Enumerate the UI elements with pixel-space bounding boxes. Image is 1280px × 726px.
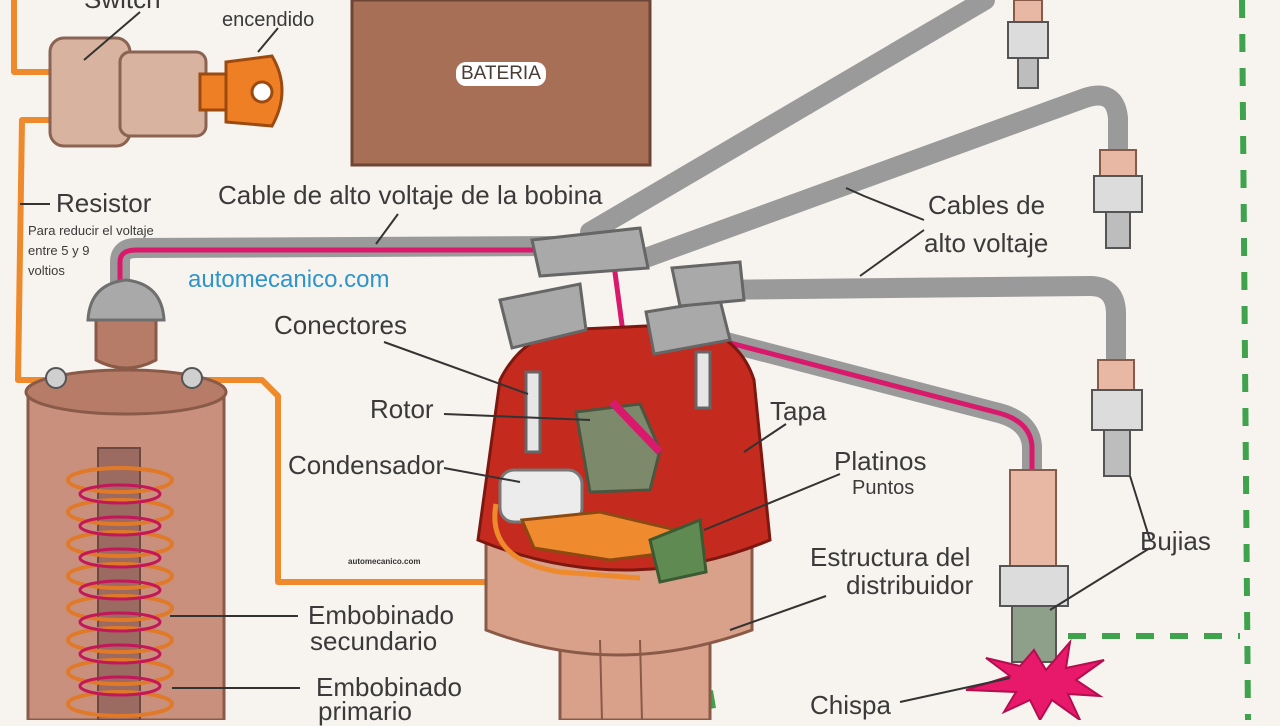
secondary-winding-label-line1: Embobinado [308, 600, 454, 630]
spark-plug [999, 469, 1069, 663]
coil-cable-label: Cable de alto voltaje de la bobina [218, 180, 603, 210]
high-voltage-core [117, 247, 1035, 478]
points-sublabel: Puntos [852, 477, 915, 499]
contact-points [492, 503, 708, 584]
secondary-winding-label-line2: secundario [310, 626, 438, 656]
site-watermark: automecanico.com [188, 266, 390, 293]
resistor-note-line1: Para reducir el voltaje [28, 223, 154, 238]
primary-winding-label-line1: Embobinado [316, 672, 462, 702]
ignition-coil [24, 278, 228, 720]
switch-label: Switch [84, 0, 161, 12]
resistor-note-line3: voltios [28, 263, 65, 278]
leader-lines [20, 11, 1151, 703]
spark-plug [1091, 359, 1143, 477]
encendido-label: encendido [222, 9, 315, 31]
spark-label: Chispa [810, 690, 891, 720]
spark-plug [1093, 149, 1143, 249]
high-voltage-cables-label-line1: Cables de [928, 190, 1046, 220]
distributor-structure-label-line1: Estructura del [810, 542, 971, 572]
resistor-label: Resistor [56, 188, 152, 218]
key-icon [198, 54, 284, 128]
cap-connectors [498, 226, 746, 454]
rotor [574, 399, 663, 494]
high-voltage-cables-label-line2: alto voltaje [924, 228, 1049, 258]
primary-winding-label-line2: primario [318, 696, 412, 726]
spark-icon [965, 638, 1105, 720]
condenser-label: Condensador [288, 450, 445, 480]
distributor-structure-label-line2: distribuidor [846, 570, 974, 600]
battery-label: BATERIA [456, 62, 546, 86]
points-label: Platinos [834, 446, 927, 476]
site-watermark-small: automecanico.com [348, 557, 421, 566]
spark-plugs-label: Bujias [1140, 526, 1211, 556]
resistor-note-line2: entre 5 y 9 [28, 243, 90, 258]
connectors-label: Conectores [274, 310, 407, 340]
primary-wire [11, 0, 487, 585]
cap-label: Tapa [770, 396, 827, 426]
ignition-switch [48, 36, 208, 148]
rotor-label: Rotor [370, 394, 434, 424]
spark-plug [1007, 0, 1049, 89]
